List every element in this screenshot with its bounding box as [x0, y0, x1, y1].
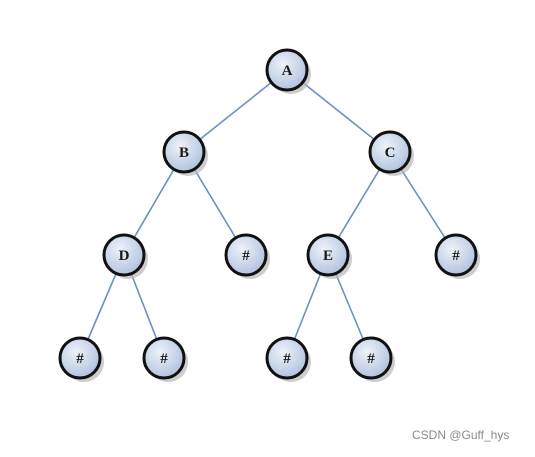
edge-A-B	[183, 69, 288, 153]
watermark-text: CSDN @Guff_hys	[412, 428, 510, 442]
node-circle	[368, 130, 412, 174]
tree-node-D: D	[102, 233, 148, 279]
node-label: #	[76, 351, 84, 367]
tree-node-B_null: #	[224, 233, 270, 279]
tree-edges	[79, 69, 457, 359]
node-label: D	[119, 248, 130, 264]
node-circle	[162, 130, 206, 174]
tree-node-E_null_left: #	[265, 336, 311, 382]
node-label: A	[282, 63, 293, 79]
tree-node-E_null_right: #	[349, 336, 395, 382]
node-circle	[102, 233, 146, 277]
node-label: #	[283, 351, 291, 367]
tree-node-C_null: #	[434, 233, 480, 279]
node-circle	[224, 233, 268, 277]
tree-node-D_null_right: #	[142, 336, 188, 382]
tree-node-C: C	[368, 130, 414, 176]
node-label: #	[242, 248, 250, 264]
node-circle	[306, 233, 350, 277]
node-circle	[349, 336, 393, 380]
tree-nodes: A B C D # E # # # # #	[58, 48, 480, 382]
node-label: C	[385, 145, 396, 161]
node-circle	[265, 336, 309, 380]
node-label: B	[179, 145, 189, 161]
node-label: #	[367, 351, 375, 367]
node-label: #	[160, 351, 168, 367]
node-circle	[265, 48, 309, 92]
tree-node-B: B	[162, 130, 208, 176]
node-circle	[434, 233, 478, 277]
node-circle	[58, 336, 102, 380]
node-label: #	[452, 248, 460, 264]
tree-node-A: A	[265, 48, 311, 94]
node-label: E	[323, 248, 333, 264]
tree-node-E: E	[306, 233, 352, 279]
node-circle	[142, 336, 186, 380]
tree-node-D_null_left: #	[58, 336, 104, 382]
